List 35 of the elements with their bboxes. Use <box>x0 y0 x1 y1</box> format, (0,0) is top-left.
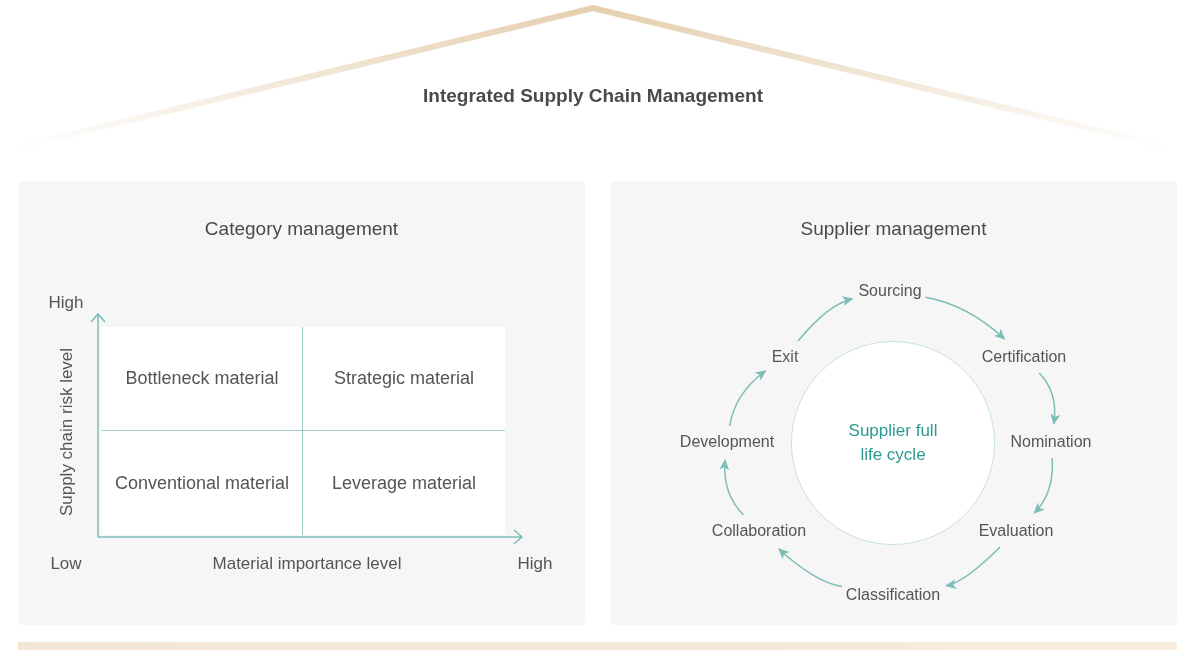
cell-text: Bottleneck material <box>125 367 279 390</box>
panel-heading: Supplier management <box>800 217 987 241</box>
stage-label: Development <box>679 430 775 454</box>
quadrant-cell <box>102 431 303 535</box>
cell-text: Leverage material <box>331 471 477 495</box>
axis-label: High <box>517 553 553 576</box>
stage-label: Exit <box>771 345 799 369</box>
stage-label: Collaboration <box>711 519 807 543</box>
quadrant-cell <box>102 327 303 431</box>
cycle-arrow <box>778 548 843 588</box>
cycle-arrow <box>728 370 767 427</box>
axis-label: High <box>48 292 84 315</box>
cycle-arrow <box>945 546 1001 589</box>
stage-label: Sourcing <box>858 279 922 303</box>
cycle-arrow <box>1038 372 1060 425</box>
stage-label: Evaluation <box>978 519 1054 543</box>
panel-heading: Category management <box>204 217 399 241</box>
cycle-arrow <box>719 459 745 516</box>
panel <box>18 181 585 625</box>
cycle-arrow <box>924 296 1006 340</box>
cycle-arrow <box>1033 457 1054 514</box>
stage-label: Classification <box>845 583 941 607</box>
stage-label: Nomination <box>1010 430 1092 454</box>
stage-label: Certification <box>981 345 1067 369</box>
cell-text: Conventional material <box>114 471 290 495</box>
axis-label: Low <box>50 553 82 576</box>
quadrant-cell <box>303 431 505 535</box>
center-text: Supplier full life cycle <box>847 420 939 466</box>
panel <box>610 181 1177 625</box>
banner-title: Integrated Supply Chain Management <box>423 84 763 108</box>
quadrant-cell <box>303 327 505 431</box>
axis-label: Material importance level <box>212 553 402 576</box>
axis-title: Supply chain risk level <box>56 347 78 517</box>
cycle-arrow <box>797 296 854 342</box>
cell-text: Strategic material <box>333 367 475 390</box>
